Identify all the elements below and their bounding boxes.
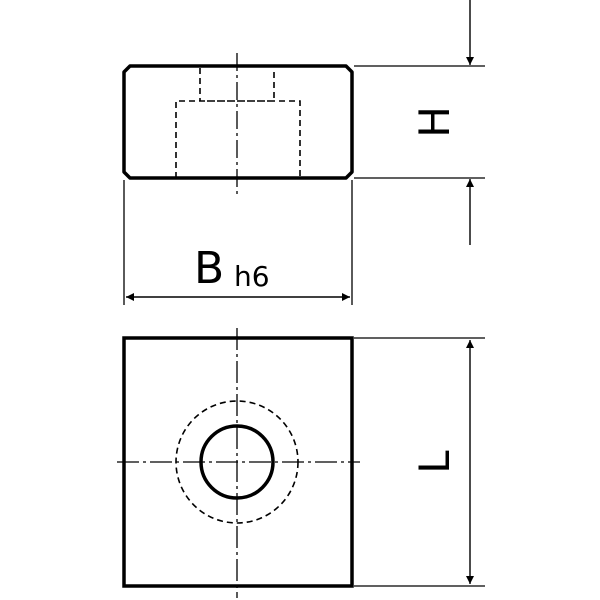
width-dimension: B h6 — [123, 180, 353, 305]
top-view-hidden-counterbore — [175, 400, 299, 524]
height-dimension: H — [354, 0, 485, 245]
front-view — [122, 53, 354, 196]
top-view-outline — [122, 336, 354, 588]
height-label: H — [410, 106, 459, 138]
front-view-outline — [122, 64, 354, 180]
width-tolerance-label: h6 — [234, 260, 270, 293]
length-label: L — [410, 450, 459, 474]
front-view-hidden-bore — [175, 68, 301, 178]
top-view-threaded-hole — [199, 424, 275, 500]
width-label: B — [194, 243, 224, 294]
top-view — [117, 328, 360, 598]
length-dimension: L — [354, 337, 485, 587]
